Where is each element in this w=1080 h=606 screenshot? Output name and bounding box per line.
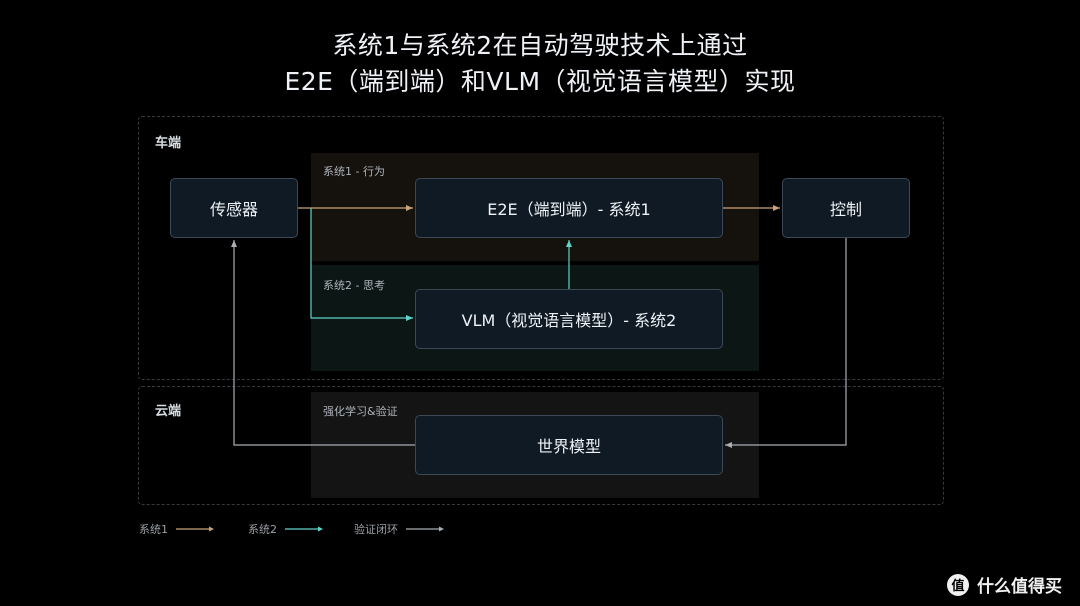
zone-car-label: 车端 bbox=[155, 136, 182, 151]
arrow-world-to-sensor bbox=[231, 240, 415, 446]
legend-system1-label: 系统1 bbox=[139, 523, 168, 536]
legend-loop-arrow-icon bbox=[406, 526, 444, 532]
legend-system1: 系统1 bbox=[139, 521, 216, 537]
panel-system1-label: 系统1 - 行为 bbox=[323, 165, 385, 178]
zone-cloud-label: 云端 bbox=[155, 404, 182, 419]
watermark: 值 什么值得买 bbox=[947, 572, 1062, 597]
node-world-model: 世界模型 bbox=[415, 415, 723, 475]
diagram-title-line2: E2E（端到端）和VLM（视觉语言模型）实现 bbox=[284, 67, 796, 96]
arrow-control-to-world bbox=[725, 238, 847, 448]
legend-loop-label: 验证闭环 bbox=[354, 523, 398, 536]
zone-car bbox=[138, 116, 944, 380]
watermark-logo-icon: 值 bbox=[947, 573, 969, 596]
node-control: 控制 bbox=[782, 178, 910, 238]
panel-rl-label: 强化学习&验证 bbox=[323, 405, 398, 418]
legend-system2: 系统2 bbox=[248, 521, 325, 537]
legend-system2-label: 系统2 bbox=[248, 523, 277, 536]
legend-system2-arrow-icon bbox=[285, 526, 323, 532]
panel-system2-label: 系统2 - 思考 bbox=[323, 279, 385, 292]
zone-cloud bbox=[138, 386, 944, 505]
legend-loop: 验证闭环 bbox=[354, 521, 446, 537]
arrow-sensor-to-vlm bbox=[310, 208, 413, 321]
legend-system1-arrow-icon bbox=[176, 526, 214, 532]
node-e2e: E2E（端到端）- 系统1 bbox=[415, 178, 723, 238]
watermark-text: 什么值得买 bbox=[977, 577, 1062, 597]
node-vlm: VLM（视觉语言模型）- 系统2 bbox=[415, 289, 723, 349]
node-sensor: 传感器 bbox=[170, 178, 298, 238]
diagram-title-line1: 系统1与系统2在自动驾驶技术上通过 bbox=[332, 31, 748, 60]
